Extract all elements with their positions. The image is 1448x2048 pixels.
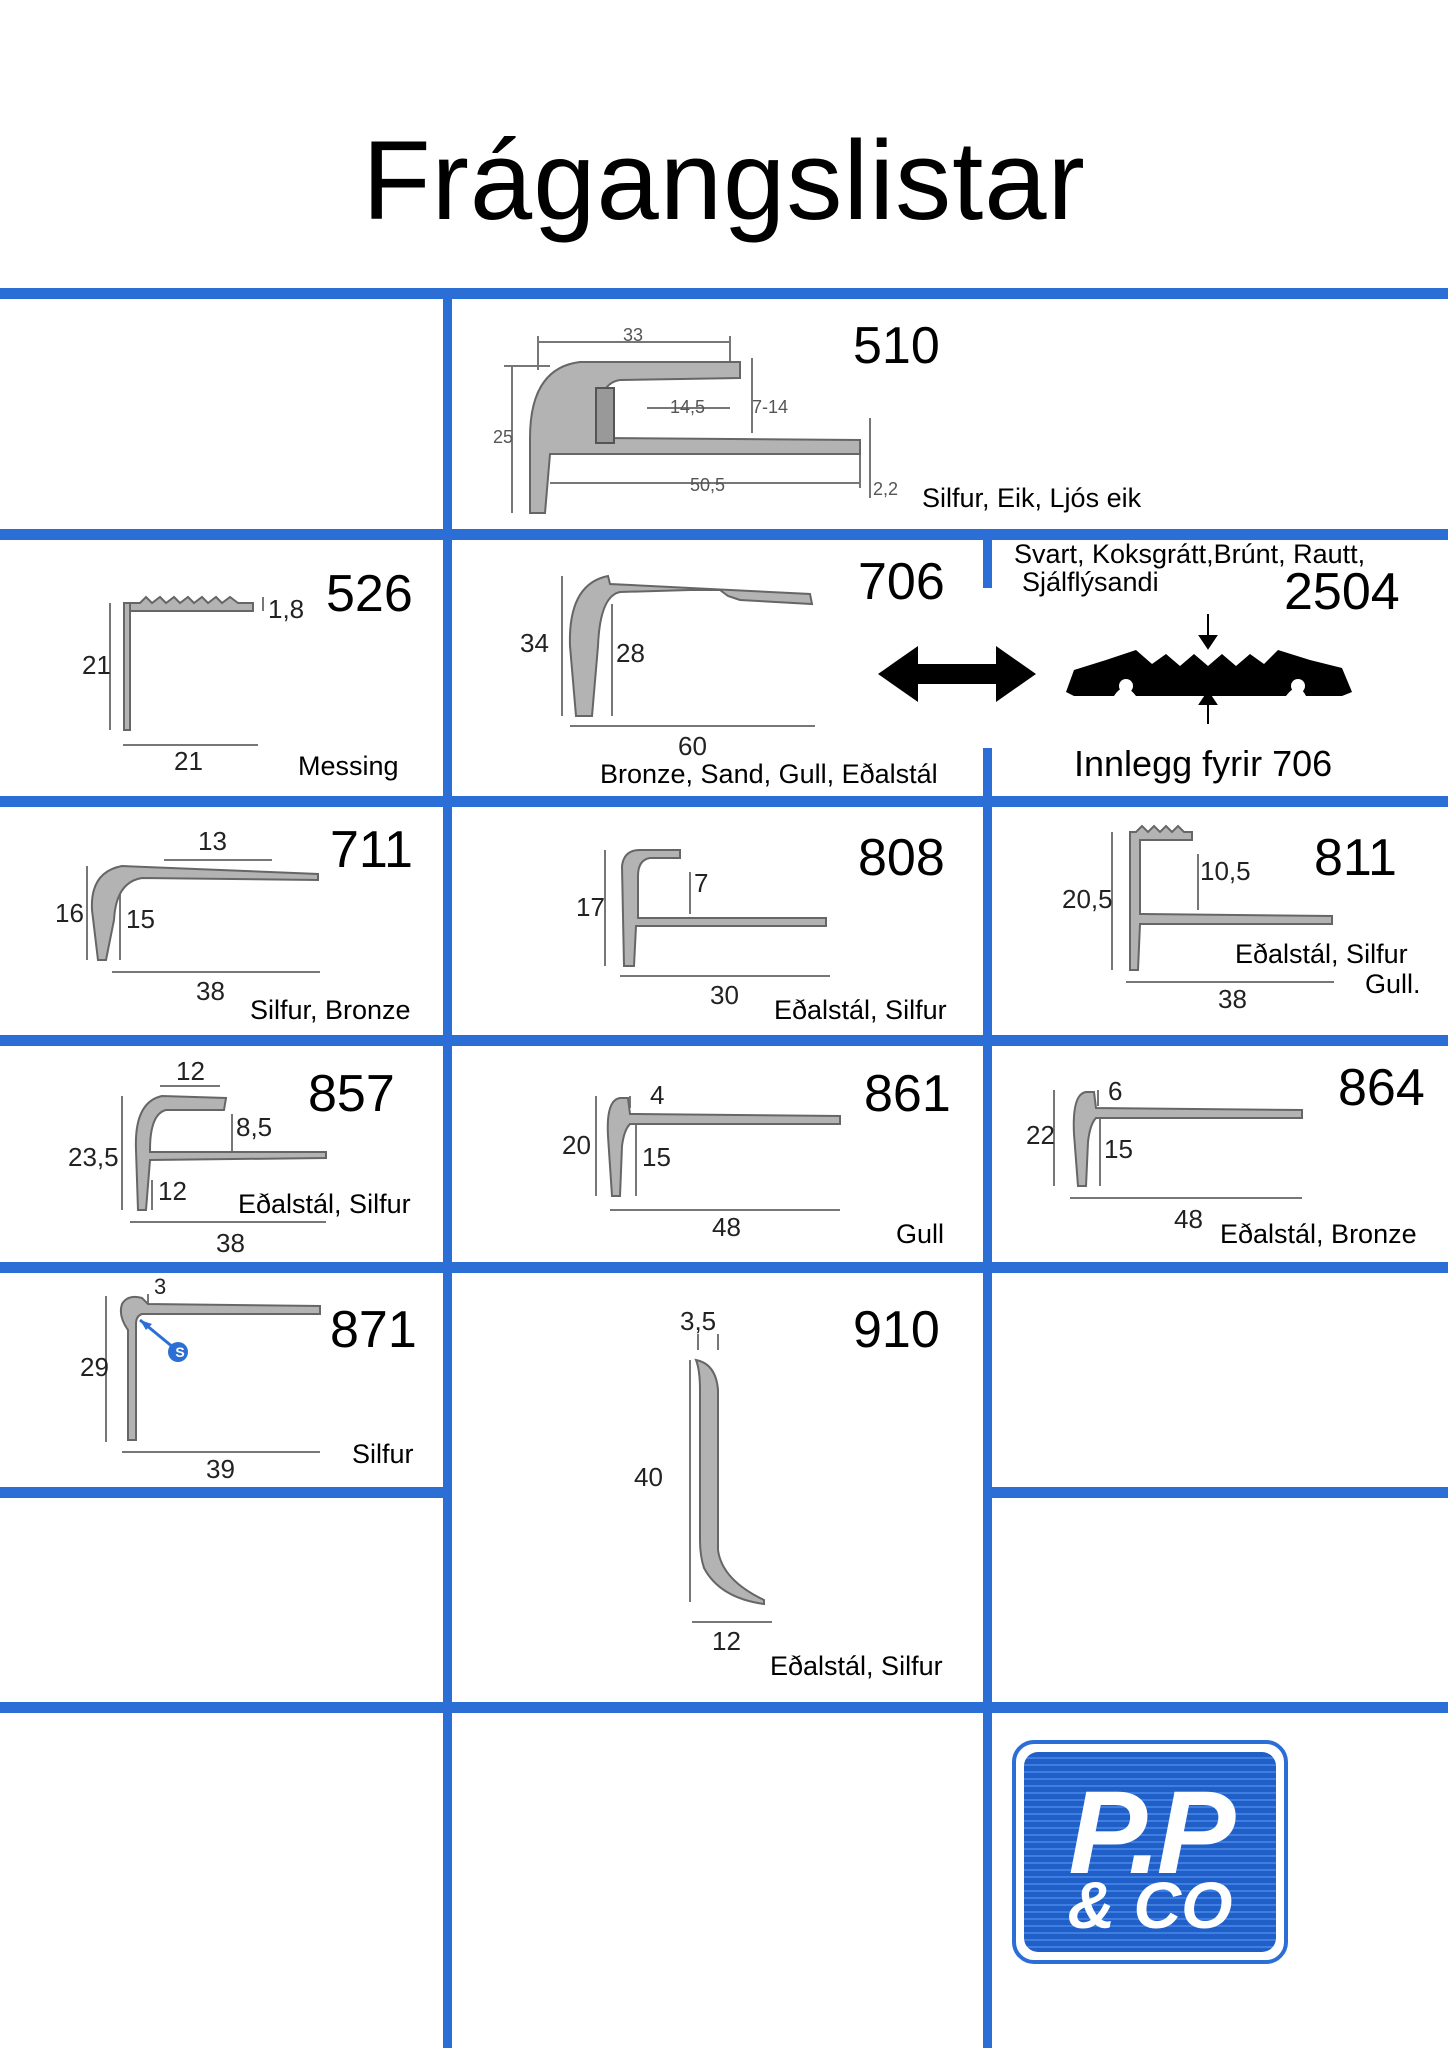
dim-706-height-outer: 34 (520, 628, 549, 658)
dim-861-height: 20 (562, 1130, 591, 1160)
grid-column-left (443, 288, 452, 2048)
dim-510-thickness: 2,2 (873, 479, 899, 499)
logo-text-co: & CO (1067, 1868, 1233, 1942)
double-arrow-icon (878, 646, 1036, 702)
profile-510-colors: Silfur, Eik, Ljós eik (922, 483, 1142, 513)
profile-864-number: 864 (1338, 1059, 1425, 1117)
dim-711-width: 38 (196, 976, 225, 1006)
profile-861-number: 861 (864, 1065, 951, 1123)
profile-811-number: 811 (1314, 829, 1397, 887)
dim-706-height-inner: 28 (616, 638, 645, 668)
profile-811-drawing (1111, 824, 1334, 983)
dim-864-width: 48 (1174, 1204, 1203, 1234)
grid-column-right-a (983, 540, 992, 588)
dim-811-inner: 10,5 (1200, 856, 1251, 886)
grid-line-row4 (0, 1262, 1448, 1273)
profile-871-colors: Silfur (352, 1439, 414, 1469)
dim-864-height: 22 (1026, 1120, 1055, 1150)
grid-line-row5-right (983, 1487, 1448, 1498)
dim-510-base: 50,5 (690, 475, 726, 495)
profile-811-colors-line2: Gull. (1365, 969, 1421, 999)
dim-510-inner: 14,5 (670, 397, 706, 417)
grid-line-row3 (0, 1035, 1448, 1046)
dim-808-lip: 7 (694, 868, 709, 898)
page-title: Frágangslistar (362, 118, 1086, 243)
profile-808-colors: Eðalstál, Silfur (774, 995, 947, 1025)
dim-711-height-outer: 16 (55, 898, 84, 928)
marker-s-label: S (175, 1344, 185, 1360)
profile-910-number: 910 (853, 1301, 940, 1359)
profile-864-colors: Eðalstál, Bronze (1220, 1219, 1417, 1249)
grid-line-row2 (0, 796, 1448, 807)
profile-861-colors: Gull (896, 1219, 945, 1249)
dim-864-inner: 15 (1104, 1134, 1133, 1164)
dim-857-lip: 8,5 (236, 1112, 273, 1142)
logo-text-pp: P.P (1068, 1767, 1236, 1899)
profile-871-drawing (105, 1294, 321, 1453)
profile-706-number: 706 (858, 553, 945, 611)
dim-871-height: 29 (80, 1352, 109, 1382)
dim-510-height: 25 (493, 427, 514, 447)
dim-857-width: 38 (216, 1228, 245, 1258)
dim-864-lip: 6 (1108, 1076, 1123, 1106)
dim-871-lip: 3 (154, 1274, 167, 1299)
dim-861-lip: 4 (650, 1080, 665, 1110)
profile-526-colors: Messing (298, 751, 399, 781)
dim-811-height: 20,5 (1062, 884, 1113, 914)
dim-526-width: 21 (174, 746, 203, 776)
profile-808-number: 808 (858, 829, 945, 887)
dim-910-width: 12 (712, 1626, 741, 1656)
dim-857-inner: 12 (158, 1176, 187, 1206)
profile-910-colors: Eðalstál, Silfur (770, 1651, 943, 1681)
pp-co-logo: P.P & CO (1012, 1740, 1288, 1964)
profile-811-colors: Eðalstál, Silfur (1235, 939, 1408, 969)
profile-871-number: 871 (330, 1301, 417, 1359)
profile-706-colors: Bronze, Sand, Gull, Eðalstál (600, 759, 938, 789)
profile-910-drawing (689, 1334, 772, 1623)
dim-861-width: 48 (712, 1212, 741, 1242)
dim-861-inner: 15 (642, 1142, 671, 1172)
profile-2504-drawing (1066, 614, 1352, 724)
profile-2504-insert-label: Innlegg fyrir 706 (1074, 743, 1333, 784)
profile-857-drawing (121, 1085, 327, 1223)
profile-711-number: 711 (330, 821, 413, 879)
profile-510-number: 510 (853, 317, 940, 375)
profile-2504-number: 2504 (1284, 563, 1400, 621)
profile-2504-colors-line2: Sjálflýsandi (1022, 567, 1159, 597)
dim-510-width-top: 33 (623, 325, 644, 345)
dim-808-width: 30 (710, 980, 739, 1010)
dim-711-height-inner: 15 (126, 904, 155, 934)
dim-910-top: 3,5 (680, 1306, 717, 1336)
grid-line-row1 (0, 529, 1448, 540)
grid-line-top (0, 288, 1448, 299)
dim-706-width: 60 (678, 731, 707, 761)
profile-510-drawing (504, 336, 871, 514)
dim-808-height: 17 (576, 892, 605, 922)
grid-line-row6 (0, 1702, 1448, 1713)
dim-526-thickness: 1,8 (268, 594, 305, 624)
dim-871-width: 39 (206, 1454, 235, 1484)
dim-526-height: 21 (82, 650, 111, 680)
profile-526-number: 526 (326, 565, 413, 623)
dim-510-gap: 7-14 (752, 397, 789, 417)
profile-861-drawing (595, 1096, 841, 1211)
logo-background: P.P & CO (1024, 1752, 1276, 1952)
dim-811-width: 38 (1218, 984, 1247, 1014)
dim-857-top: 12 (176, 1056, 205, 1086)
dim-857-height: 23,5 (68, 1142, 119, 1172)
profile-857-number: 857 (308, 1065, 395, 1123)
grid-column-right-b (983, 748, 992, 2048)
profile-526-drawing (109, 595, 264, 746)
profile-864-drawing (1053, 1090, 1303, 1199)
profile-711-drawing (86, 859, 320, 973)
dim-910-height: 40 (634, 1462, 663, 1492)
profile-711-colors: Silfur, Bronze (250, 995, 411, 1025)
grid-line-row5-left (0, 1487, 451, 1498)
profile-808-drawing (604, 849, 830, 977)
profile-857-colors: Eðalstál, Silfur (238, 1189, 411, 1219)
profile-2504-colors: Svart, Koksgrátt,Brúnt, Rautt, (1014, 539, 1366, 569)
profile-706-drawing (561, 574, 815, 727)
dim-711-top: 13 (198, 826, 227, 856)
